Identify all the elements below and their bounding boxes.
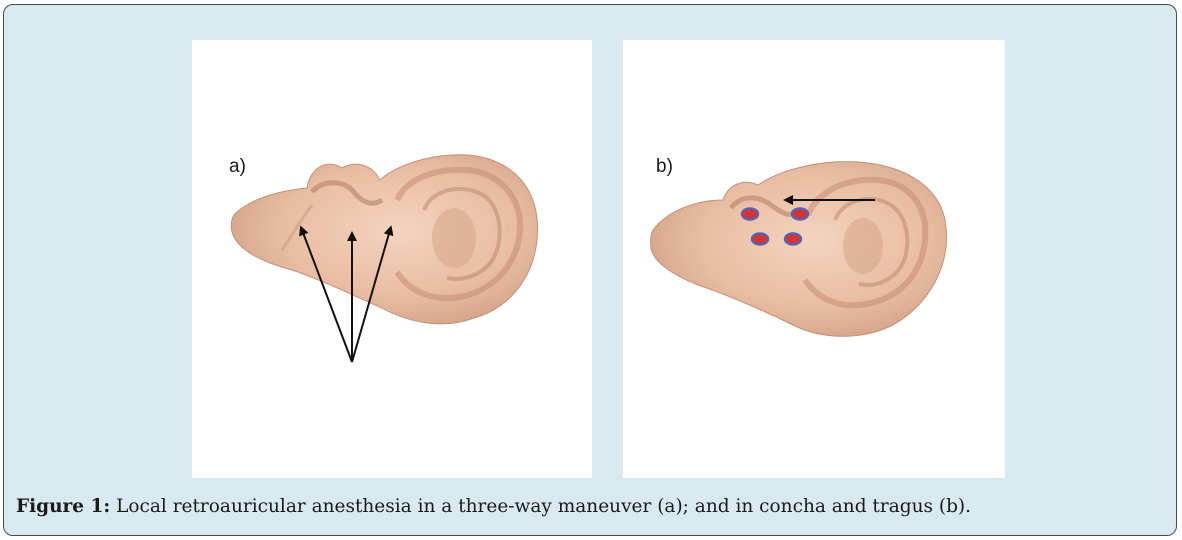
panel-b: b) (623, 40, 1005, 478)
ear-shape-a (231, 155, 537, 324)
figure-box: a) (3, 4, 1177, 536)
panel-a: a) (192, 40, 592, 478)
figure-label: Figure 1: (16, 496, 110, 517)
ear-image-a: a) (192, 40, 592, 478)
figure-caption: Figure 1: Local retroauricular anesthesi… (16, 496, 971, 517)
injection-point (742, 209, 758, 220)
injection-point (752, 234, 768, 245)
injection-point (785, 234, 801, 245)
injection-point (792, 209, 808, 220)
panel-a-label: a) (229, 156, 246, 177)
panel-b-label: b) (656, 156, 673, 177)
ear-shape-b (651, 162, 947, 337)
ear-image-b: b) (623, 40, 1005, 478)
caption-text: Local retroauricular anesthesia in a thr… (110, 496, 971, 517)
